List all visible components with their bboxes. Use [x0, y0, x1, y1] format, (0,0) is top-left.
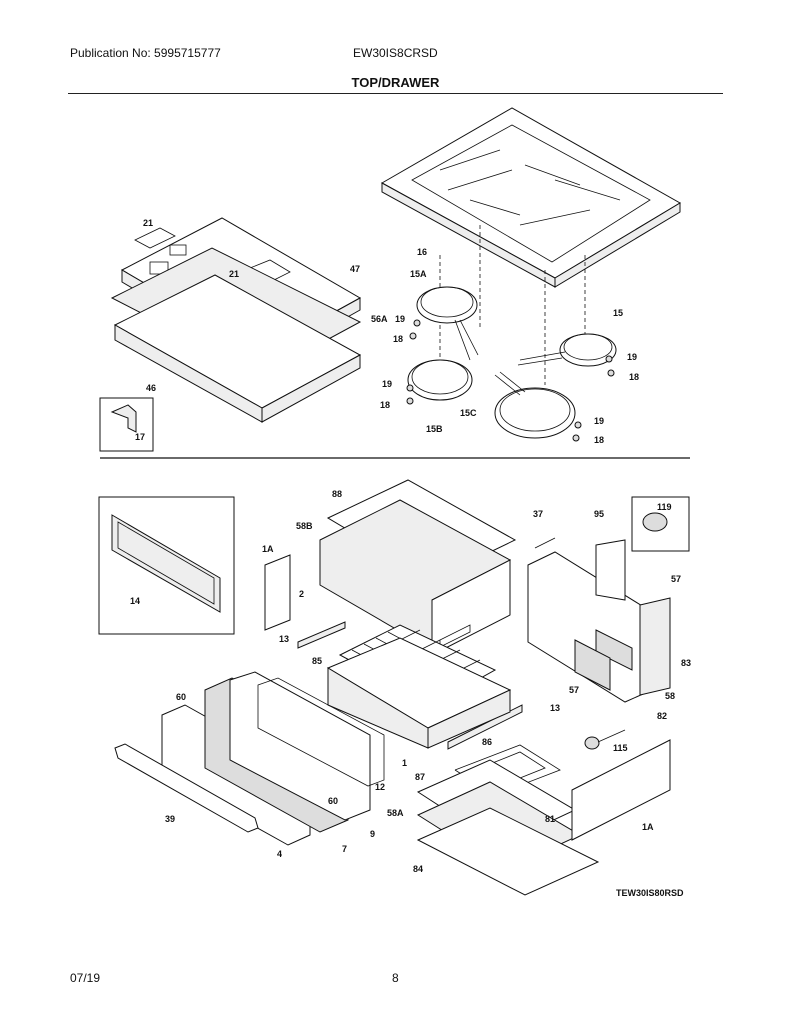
svg-text:18: 18 [629, 372, 639, 382]
radiant-element-15a [416, 286, 479, 361]
label-21b: 21 [229, 269, 239, 279]
bracket-inset-17 [99, 397, 154, 452]
diagram-code: TEW30IS80RSD [616, 888, 684, 898]
publication-number: Publication No: 5995715777 [70, 46, 221, 60]
label-85: 85 [312, 656, 322, 666]
label-47: 47 [350, 264, 360, 274]
label-56a: 56A [371, 314, 388, 324]
label-19c: 19 [594, 416, 604, 426]
label-15c: 15C [460, 408, 477, 418]
door-gasket [257, 677, 385, 787]
label-81: 81 [545, 814, 555, 824]
label-57b: 57 [569, 685, 579, 695]
drawer-wrapper [319, 479, 517, 656]
radiant-element-15 [517, 333, 617, 367]
side-panel-right [571, 739, 671, 841]
callout-labels-top: 21 21 47 56A 46 17 16 15A 15 19 18 19 18… [135, 218, 623, 445]
label-4: 4 [277, 849, 282, 859]
label-1a-left: 1A [262, 544, 274, 554]
label-84: 84 [413, 864, 423, 874]
label-18b: 18 [380, 400, 390, 410]
label-16: 16 [417, 247, 427, 257]
label-21a: 21 [143, 218, 153, 228]
side-panel-left [264, 554, 291, 631]
drawer-inner-frame [229, 671, 371, 821]
label-13b: 13 [550, 703, 560, 713]
switch-inset-119 [631, 496, 690, 552]
label-2: 2 [299, 589, 304, 599]
label-46: 46 [146, 383, 156, 393]
label-1a-right: 1A [642, 822, 654, 832]
label-83: 83 [681, 658, 691, 668]
label-18a: 18 [393, 334, 403, 344]
gasket-inset-14 [98, 496, 235, 635]
bottom-panel [416, 807, 600, 896]
svg-text:19: 19 [627, 352, 637, 362]
label-19a: 19 [395, 314, 405, 324]
radiant-element-15b [407, 359, 473, 401]
temperature-sensor [584, 729, 626, 750]
label-86: 86 [482, 737, 492, 747]
label-15: 15 [613, 308, 623, 318]
label-82: 82 [657, 711, 667, 721]
drawer-handle [114, 743, 259, 833]
callout-labels-bottom: 88 58B 1A 2 13 85 14 37 95 119 57 83 57 … [130, 489, 691, 874]
cooktop-glass [380, 107, 681, 288]
label-58b: 58B [296, 521, 313, 531]
label-119: 119 [657, 502, 672, 512]
back-panel [527, 539, 671, 703]
label-13a: 13 [279, 634, 289, 644]
page-number: 8 [392, 971, 399, 985]
label-37: 37 [533, 509, 543, 519]
section-title: TOP/DRAWER [351, 75, 440, 90]
label-58: 58 [665, 691, 675, 701]
drawer-pan [326, 637, 512, 749]
slide-rail-left [297, 621, 346, 649]
label-87: 87 [415, 772, 425, 782]
label-58a: 58A [387, 808, 404, 818]
label-60a: 60 [176, 692, 186, 702]
footer-date: 07/19 [70, 971, 101, 985]
callout-labels-top-right: 19 18 [627, 352, 639, 382]
burner-box-pan [113, 274, 362, 423]
label-95: 95 [594, 509, 604, 519]
label-14: 14 [130, 596, 140, 606]
label-7: 7 [342, 844, 347, 854]
header-rule [68, 93, 723, 94]
wire-harness [534, 537, 556, 549]
label-57a: 57 [671, 574, 681, 584]
screws-18-19 [406, 319, 615, 442]
label-15a: 15A [410, 269, 427, 279]
label-1: 1 [402, 758, 407, 768]
label-17: 17 [135, 432, 145, 442]
label-19b: 19 [382, 379, 392, 389]
label-39: 39 [165, 814, 175, 824]
label-12: 12 [375, 782, 385, 792]
label-9: 9 [370, 829, 375, 839]
model-number: EW30IS8CRSD [353, 46, 438, 60]
radiant-element-15c [494, 371, 576, 439]
label-15b: 15B [426, 424, 443, 434]
label-18c: 18 [594, 435, 604, 445]
label-88: 88 [332, 489, 342, 499]
label-60b: 60 [328, 796, 338, 806]
label-115: 115 [613, 743, 628, 753]
